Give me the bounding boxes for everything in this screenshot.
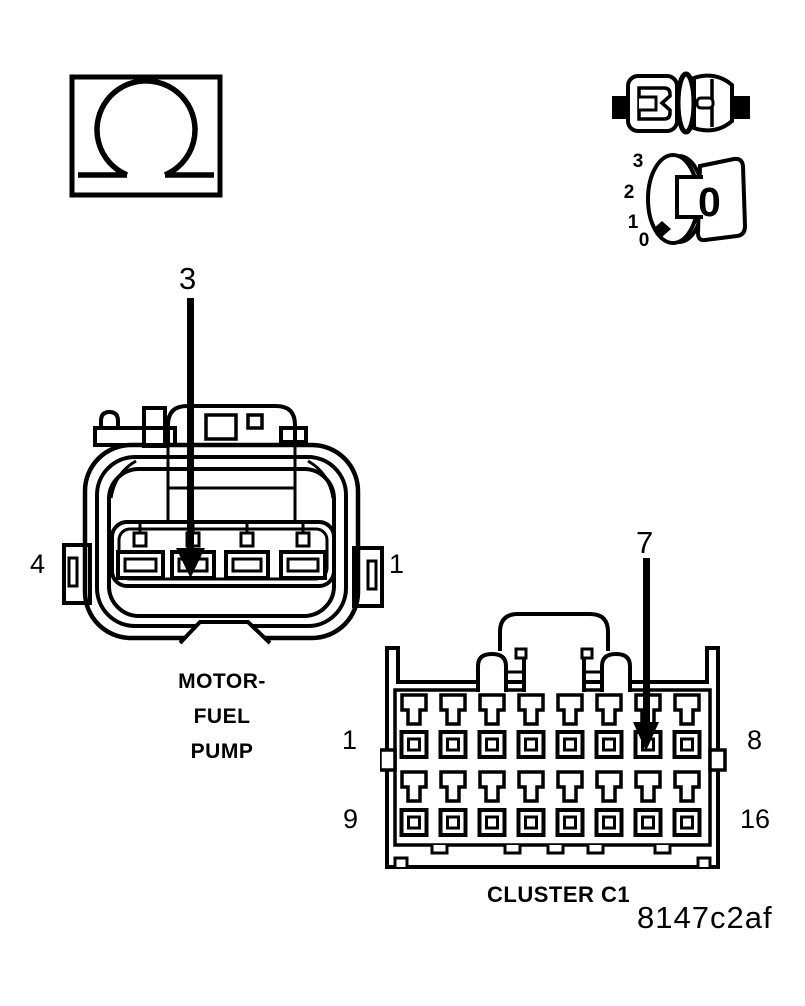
disconnected-connector-icon [608, 68, 756, 138]
cluster-pin9-label: 9 [343, 804, 359, 834]
wire-stub-left [612, 96, 629, 119]
ignition-key-icon [618, 146, 754, 256]
key-face-label: 0 [698, 179, 721, 225]
key-position-1: 1 [627, 212, 639, 233]
right-wing-tab [352, 546, 384, 608]
probe-label-fuel-pump: 3 [179, 261, 197, 296]
fuel-pump-connector-drawing [52, 395, 392, 665]
cluster-pin8-label: 8 [747, 725, 763, 755]
fuel-pump-pin1-label: 1 [389, 549, 405, 579]
cluster-pin1-label: 1 [342, 725, 358, 755]
cluster-connector-name: CLUSTER C1 [487, 882, 631, 907]
key-head [695, 156, 748, 243]
key-position-3: 3 [632, 151, 644, 172]
cluster-connector-drawing [380, 608, 728, 875]
cluster-pin16-label: 16 [740, 804, 771, 834]
figure-code: 8147c2af [637, 900, 773, 935]
fuel-pump-pin4-label: 4 [30, 549, 46, 579]
terminal-1 [279, 550, 327, 580]
left-wing-tab [62, 543, 92, 605]
key-position-2: 2 [623, 182, 635, 203]
ohmmeter-icon [68, 73, 224, 199]
wire-stub-right [732, 96, 750, 119]
fuel-pump-name-line1: MOTOR- [178, 670, 266, 693]
fuel-pump-name-line3: PUMP [190, 740, 254, 763]
latch-tab [498, 612, 610, 651]
fuel-pump-connector-name: MOTOR- FUEL PUMP [152, 664, 292, 769]
fuel-pump-name-line2: FUEL [193, 705, 251, 728]
terminal-3 [170, 550, 216, 580]
key-blade [675, 175, 703, 219]
latch-stem [522, 645, 586, 692]
key-position-marker [653, 221, 671, 237]
terminal-4 [116, 550, 165, 580]
probe-label-cluster: 7 [636, 525, 654, 560]
key-position-0: 0 [638, 230, 650, 251]
terminal-2 [224, 550, 270, 580]
